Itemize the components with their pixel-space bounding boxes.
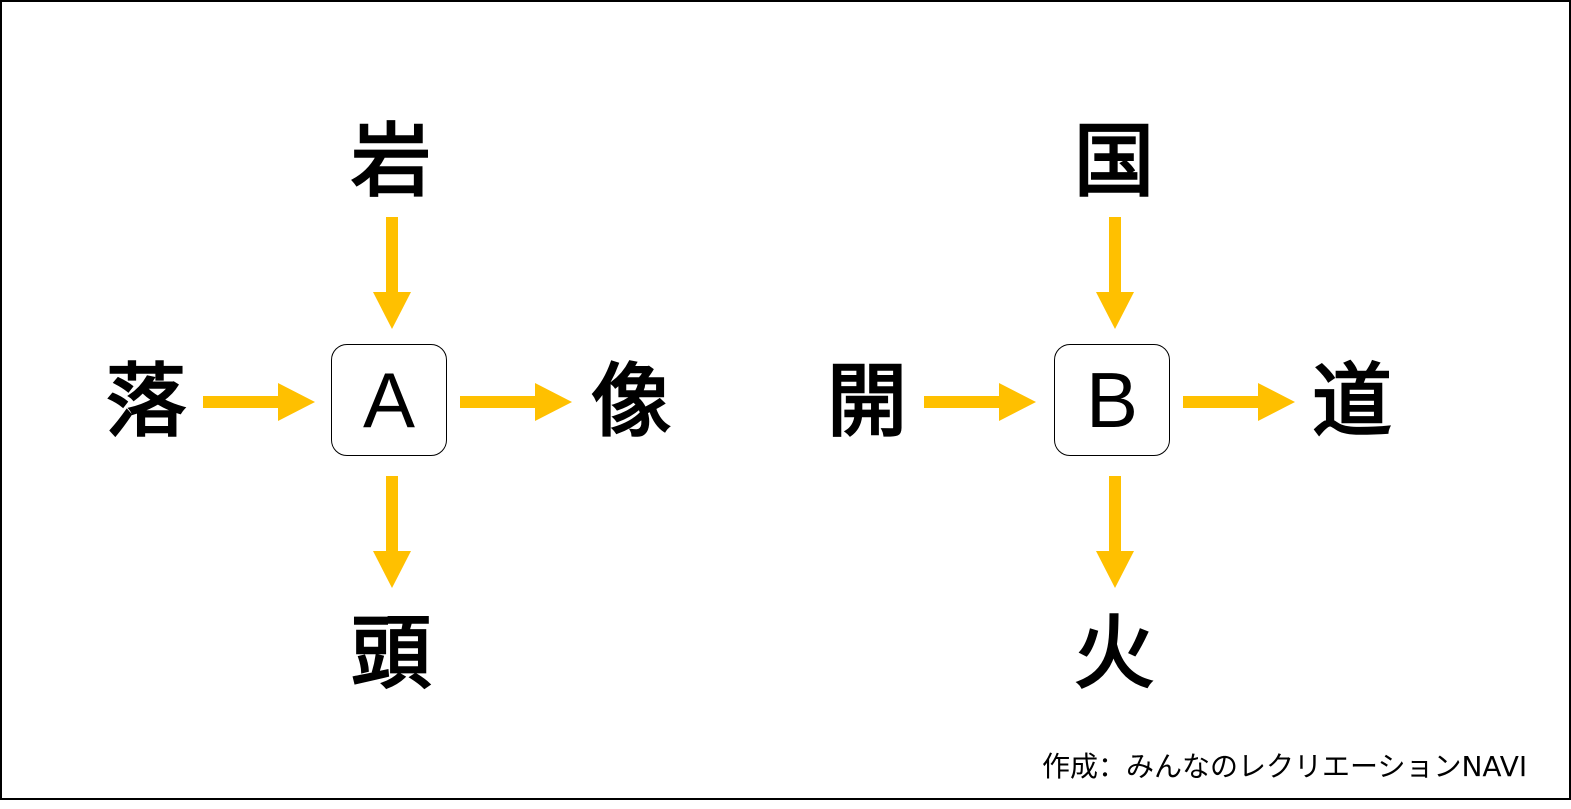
puzzle-b-answer-box: B: [1054, 344, 1170, 456]
puzzle-a-answer-box: A: [331, 344, 447, 456]
puzzle-b-top-kanji: 国: [1074, 115, 1154, 208]
puzzle-b-bottom-kanji: 火: [1074, 607, 1154, 700]
puzzle-b-right-kanji: 道: [1312, 355, 1392, 448]
puzzle-b-arrow-down-bottom: [1096, 476, 1134, 588]
puzzle-a-arrow-right-left: [203, 383, 315, 421]
puzzle-a-arrow-down-top: [373, 217, 411, 329]
puzzle-a-arrow-down-bottom: [373, 476, 411, 588]
puzzle-a-answer-label: A: [362, 356, 416, 444]
puzzle-b-arrow-down-top: [1096, 217, 1134, 329]
puzzle-b-arrow-right-right: [1183, 383, 1295, 421]
credit-text: 作成：みんなのレクリエーションNAVI: [1042, 750, 1528, 783]
puzzle-a-right-kanji: 像: [591, 355, 671, 448]
puzzle-a-bottom-kanji: 頭: [351, 607, 431, 700]
puzzle-a-top-kanji: 岩: [351, 115, 431, 208]
puzzle-b-left-kanji: 開: [827, 355, 907, 448]
puzzle-a-left-kanji: 落: [106, 355, 186, 448]
puzzle-a-arrow-right-right: [460, 383, 572, 421]
puzzle-b-arrow-right-left: [924, 383, 1036, 421]
puzzle-b-answer-label: B: [1085, 356, 1139, 444]
